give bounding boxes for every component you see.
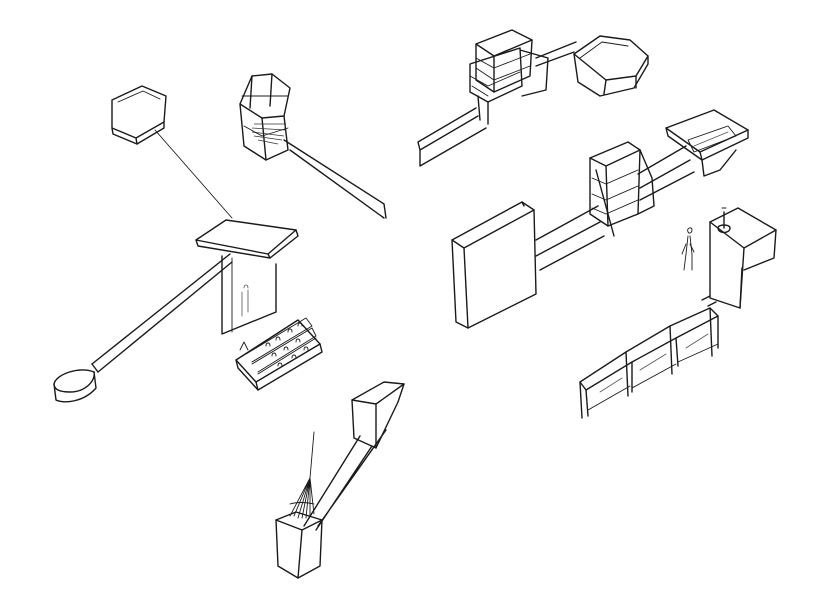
stepped-seating (235, 317, 323, 391)
central-platform (195, 219, 299, 259)
hexagon-pavilion (111, 85, 233, 219)
shelf-unit-middle (589, 141, 655, 237)
cabinet-row (579, 307, 719, 419)
tower-pavilion (239, 73, 387, 219)
pedestal-box (701, 207, 777, 309)
tall-box (303, 381, 405, 531)
raised-platform-right (665, 109, 749, 177)
long-walkway (91, 253, 233, 373)
standing-figure (681, 227, 695, 271)
top-beam (417, 41, 577, 167)
long-slab-wall (451, 201, 537, 329)
fringed-box (275, 431, 323, 579)
oval-end-basin (53, 369, 97, 403)
shelf-unit-top (469, 29, 549, 125)
middle-beam (535, 145, 695, 271)
upright-panel (221, 255, 277, 335)
hexagon-room (573, 35, 649, 97)
